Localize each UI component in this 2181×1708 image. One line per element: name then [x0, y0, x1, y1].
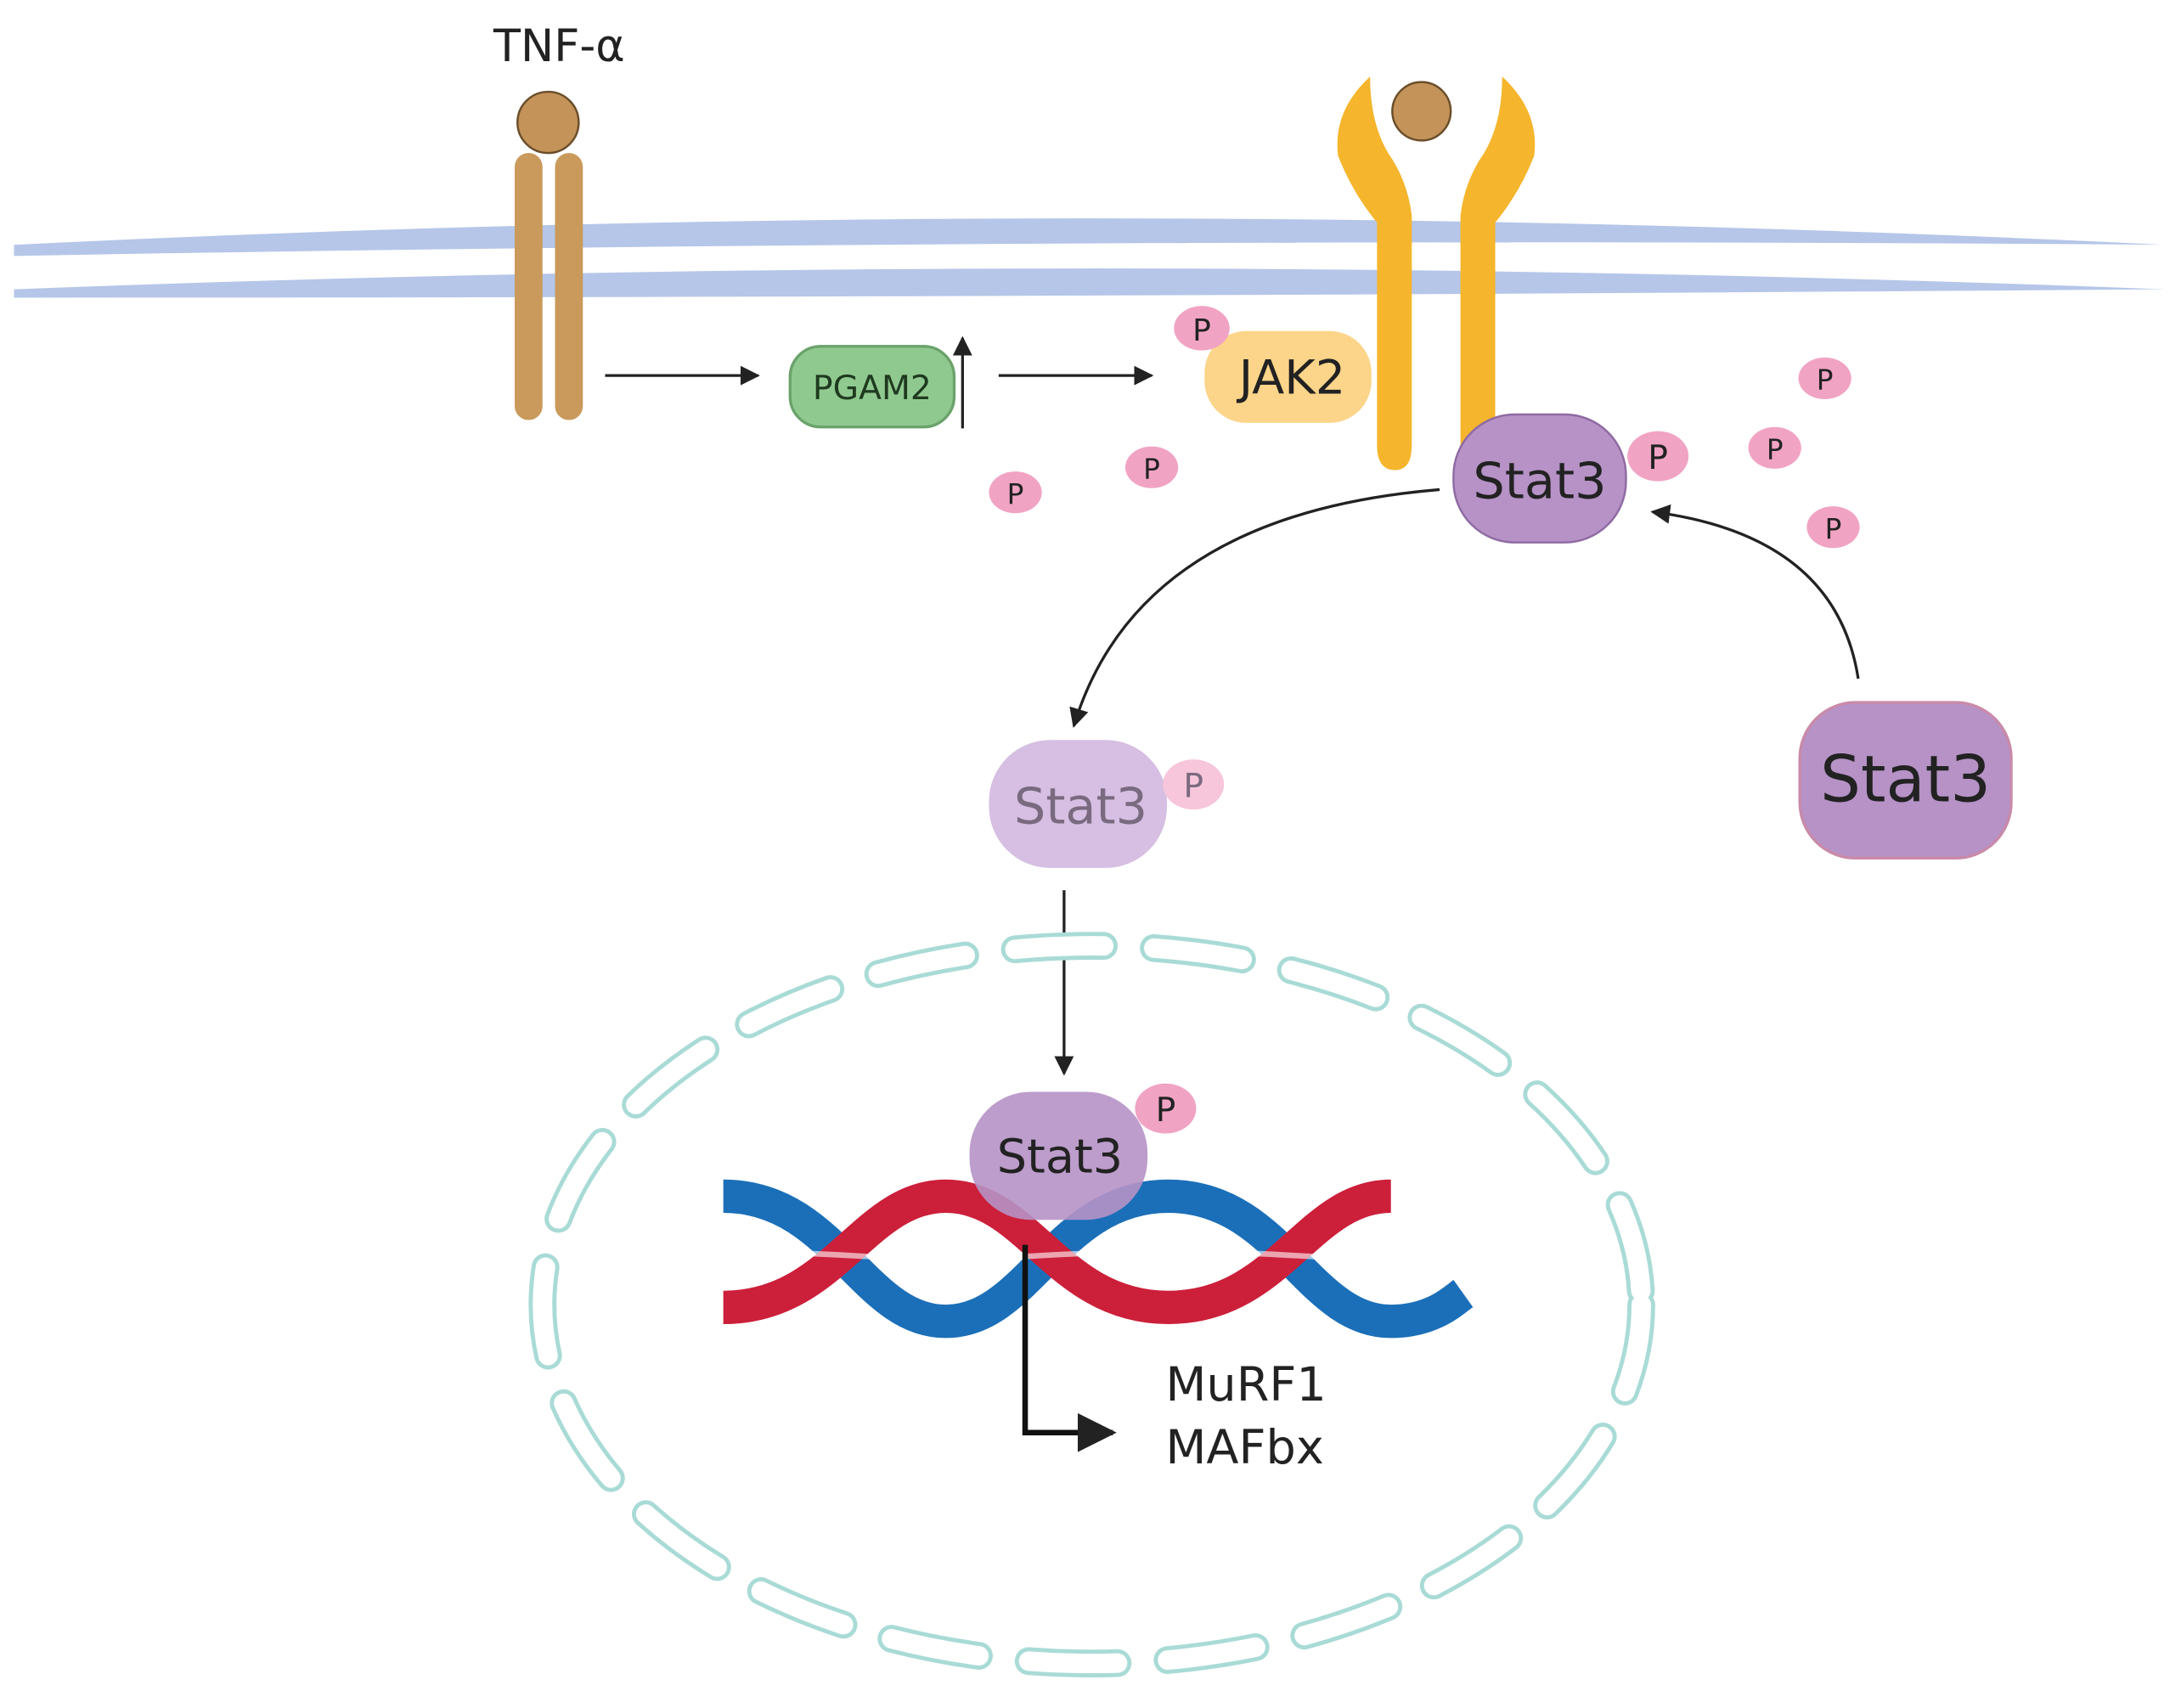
- phospho-label: P: [1648, 439, 1668, 477]
- phospho-label: P: [1767, 433, 1784, 465]
- phospho-label: P: [1143, 453, 1160, 485]
- phospho-label: P: [1156, 1091, 1176, 1130]
- gene-mafbx-label: MAFbx: [1165, 1420, 1323, 1475]
- tnf-alpha-ligand: [516, 90, 580, 155]
- stat3-phosphorylated-label: Stat3: [1014, 776, 1147, 835]
- phospho-stat3-nuclear: [1135, 1083, 1197, 1134]
- stat3-phosphorylated: [989, 740, 1168, 868]
- gene-murf1-label: MuRF1: [1165, 1357, 1326, 1412]
- arrow-receptor-to-stat3-dimer: [1069, 488, 1440, 729]
- phospho-jak2: [1174, 306, 1230, 351]
- phospho-label: P: [1825, 513, 1842, 545]
- cell-membrane: [14, 218, 2165, 298]
- tnf-alpha-label: TNF-α: [493, 20, 625, 72]
- phospho-label: P: [1192, 313, 1211, 348]
- phospho-label: P: [1183, 767, 1203, 805]
- stat3-cytoplasmic: [1798, 701, 2013, 860]
- nucleus-envelope-inner: [533, 936, 1651, 1674]
- stat3-nuclear-label: Stat3: [997, 1130, 1124, 1185]
- phospho-stat3-phosphorylated: [1163, 759, 1225, 810]
- cytokine-receptor: [1337, 76, 1536, 471]
- phospho-stat3: [1627, 431, 1689, 482]
- phospho-label: P: [1007, 478, 1024, 510]
- phospho-label: P: [1817, 364, 1834, 397]
- stat3-cytoplasmic-label: Stat3: [1820, 741, 1991, 816]
- receptor-ligand: [1391, 81, 1452, 142]
- jak2-box: [1204, 330, 1372, 423]
- stat3-receptor-bound: [1452, 413, 1627, 544]
- arrow-stat3-to-receptor: [1650, 504, 1860, 679]
- free-phosphates: P P P P P: [989, 357, 1860, 549]
- transcription-arrow: [1022, 1244, 1117, 1452]
- pgam2-label: PGAM2: [813, 369, 932, 408]
- stat3-nuclear: [969, 1091, 1148, 1220]
- jak2-label: JAK2: [1237, 350, 1345, 405]
- tnf-receptor: [515, 90, 583, 420]
- stat3-label: Stat3: [1473, 451, 1606, 510]
- pgam2-box: [788, 345, 956, 429]
